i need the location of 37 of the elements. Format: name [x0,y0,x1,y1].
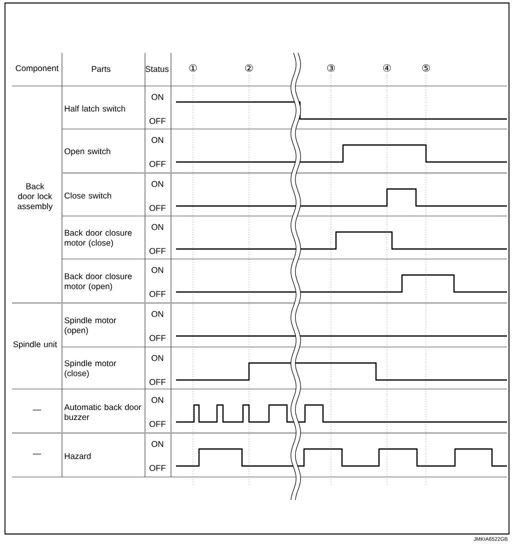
component-label: Spindle unit [13,341,58,349]
status-label: OFF [150,379,166,385]
status-label: OFF [150,421,166,427]
part-label: Hazard [64,452,91,460]
part-label: Spindle motor (open) [64,317,116,335]
status-label: OFF [150,248,166,254]
status-label: ON [152,441,164,447]
status-label: ON [152,311,164,317]
status-label: OFF [150,291,166,297]
part-label: Spindle motor (close) [64,360,116,378]
status-label: OFF [150,205,166,211]
part-label: Back door closure motor (open) [64,273,132,291]
time-marker: ① [189,64,197,72]
status-label: ON [152,181,164,187]
time-marker: ⑤ [422,64,430,72]
part-label: Back door closure motor (close) [64,230,132,248]
column-header: Component [16,65,59,73]
column-header: Status [146,66,169,72]
component-label: Back door lock assembly [18,183,53,211]
part-label: Automatic back door buzzer [64,404,142,420]
part-label: Close switch [64,192,112,199]
status-label: ON [152,94,164,100]
part-label: Open switch [64,148,110,156]
status-label: ON [152,224,164,230]
status-label: ON [152,355,164,361]
status-label: OFF [150,118,166,124]
part-label: Half latch switch [64,105,126,112]
time-marker: ④ [383,64,391,72]
time-marker: ② [245,64,253,72]
status-label: OFF [150,465,166,471]
column-header: Parts [92,66,110,72]
status-label: ON [152,397,164,403]
status-label: ON [152,137,164,143]
time-marker: ③ [327,64,335,72]
status-label: OFF [150,161,166,167]
status-label: OFF [150,335,166,341]
status-label: ON [152,267,164,273]
